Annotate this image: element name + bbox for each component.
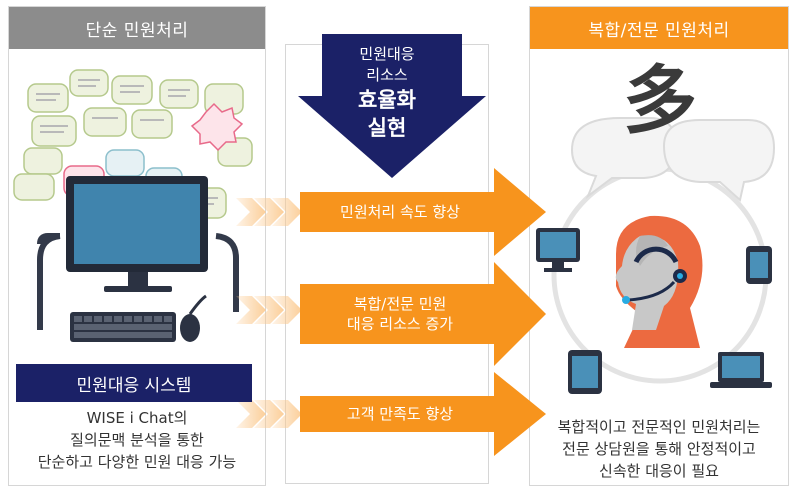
down-arrow-emphasis-2: 실현 [367, 116, 407, 140]
left-caption-line-2: 질의문맥 분석을 통한 [70, 431, 204, 449]
arrow-2-label: 복합/전문 민원 대응 리소스 증가 [306, 294, 494, 334]
arrow-3-label: 고객 만족도 향상 [306, 404, 494, 424]
arrow-2-line-2: 대응 리소스 증가 [346, 315, 454, 333]
simple-complaint-header: 단순 민원처리 [9, 7, 265, 49]
efficiency-down-arrow [298, 34, 486, 178]
orange-arrow-3 [300, 372, 546, 456]
right-caption-line-3: 신속한 대응이 필요 [599, 462, 719, 480]
efficiency-arrow-text: 민원대응 리소스 효율화 실현 [305, 44, 469, 142]
right-caption-line-2: 전문 상담원을 통해 안정적이고 [562, 440, 756, 458]
computer-monitor-icon [37, 176, 239, 342]
left-caption: WISE i Chat의 질의문맥 분석을 통한 단순하고 다양한 민원 대응 … [8, 407, 266, 473]
arrow-3-line-1: 고객 만족도 향상 [346, 405, 454, 423]
left-caption-line-1: WISE i Chat의 [86, 409, 188, 427]
down-arrow-line-2: 리소스 [366, 66, 408, 84]
arrow-1-line-1: 민원처리 속도 향상 [340, 203, 460, 221]
flow-chevrons [236, 198, 302, 428]
arrow-2-line-1: 복합/전문 민원 [353, 295, 447, 313]
right-caption: 복합적이고 전문적인 민원처리는 전문 상담원을 통해 안정적이고 신속한 대응… [529, 416, 789, 482]
down-arrow-emphasis-1: 효율화 [358, 88, 416, 112]
complex-complaint-header: 복합/전문 민원처리 [530, 7, 788, 49]
right-caption-line-1: 복합적이고 전문적인 민원처리는 [557, 418, 761, 436]
consultant-illustration [536, 117, 776, 394]
orange-arrow-1 [300, 168, 546, 256]
complaint-system-label: 민원대응 시스템 [16, 364, 252, 402]
many-glyph: 多 [623, 58, 697, 144]
left-caption-line-3: 단순하고 다양한 민원 대응 가능 [37, 453, 237, 471]
arrow-1-label: 민원처리 속도 향상 [306, 202, 494, 222]
down-arrow-line-1: 민원대응 [359, 45, 415, 63]
orange-arrow-2 [300, 262, 546, 366]
